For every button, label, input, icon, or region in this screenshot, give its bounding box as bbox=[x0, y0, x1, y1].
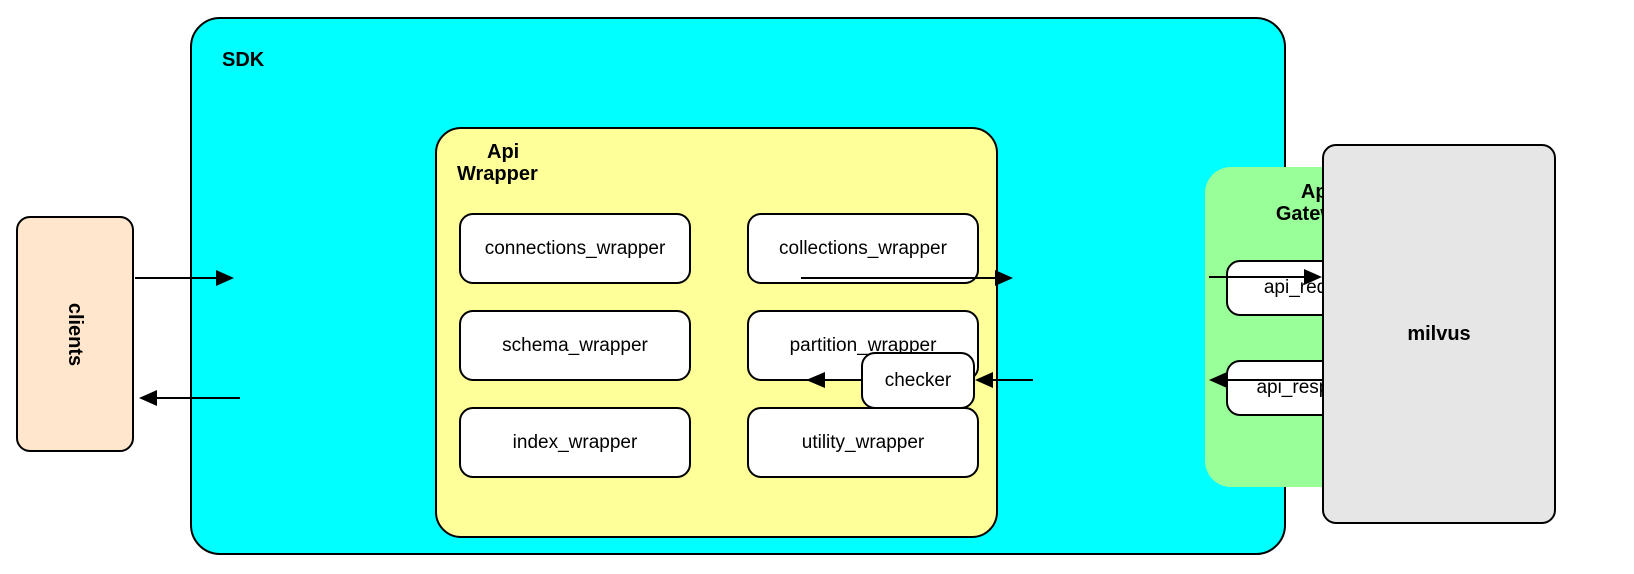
milvus-node[interactable]: milvus bbox=[1322, 144, 1556, 524]
checker-label: checker bbox=[884, 369, 952, 391]
checker-node[interactable]: checker bbox=[861, 352, 975, 409]
schema-wrapper-node[interactable]: schema_wrapper bbox=[459, 310, 691, 381]
index-wrapper-node[interactable]: index_wrapper bbox=[459, 407, 691, 478]
partition-wrapper-label: partition_wrapper bbox=[789, 334, 937, 356]
clients-label: clients bbox=[64, 302, 87, 366]
utility-wrapper-label: utility_wrapper bbox=[801, 431, 925, 453]
clients-node[interactable]: clients bbox=[16, 216, 134, 452]
milvus-label: milvus bbox=[1407, 322, 1471, 345]
index-wrapper-label: index_wrapper bbox=[512, 431, 638, 453]
connections-wrapper-label: connections_wrapper bbox=[484, 237, 666, 259]
connections-wrapper-node[interactable]: connections_wrapper bbox=[459, 213, 691, 284]
schema-wrapper-label: schema_wrapper bbox=[502, 334, 648, 356]
api-wrapper-title: Api Wrapper bbox=[457, 141, 538, 186]
sdk-title: SDK bbox=[222, 49, 265, 71]
collections-wrapper-node[interactable]: collections_wrapper bbox=[747, 213, 979, 284]
collections-wrapper-label: collections_wrapper bbox=[779, 237, 947, 259]
sdk-container[interactable]: SDK Api Wrapper connections_wrapper coll… bbox=[190, 17, 1429, 555]
utility-wrapper-node[interactable]: utility_wrapper bbox=[747, 407, 979, 478]
api-wrapper-container[interactable]: Api Wrapper connections_wrapper collecti… bbox=[435, 127, 998, 538]
